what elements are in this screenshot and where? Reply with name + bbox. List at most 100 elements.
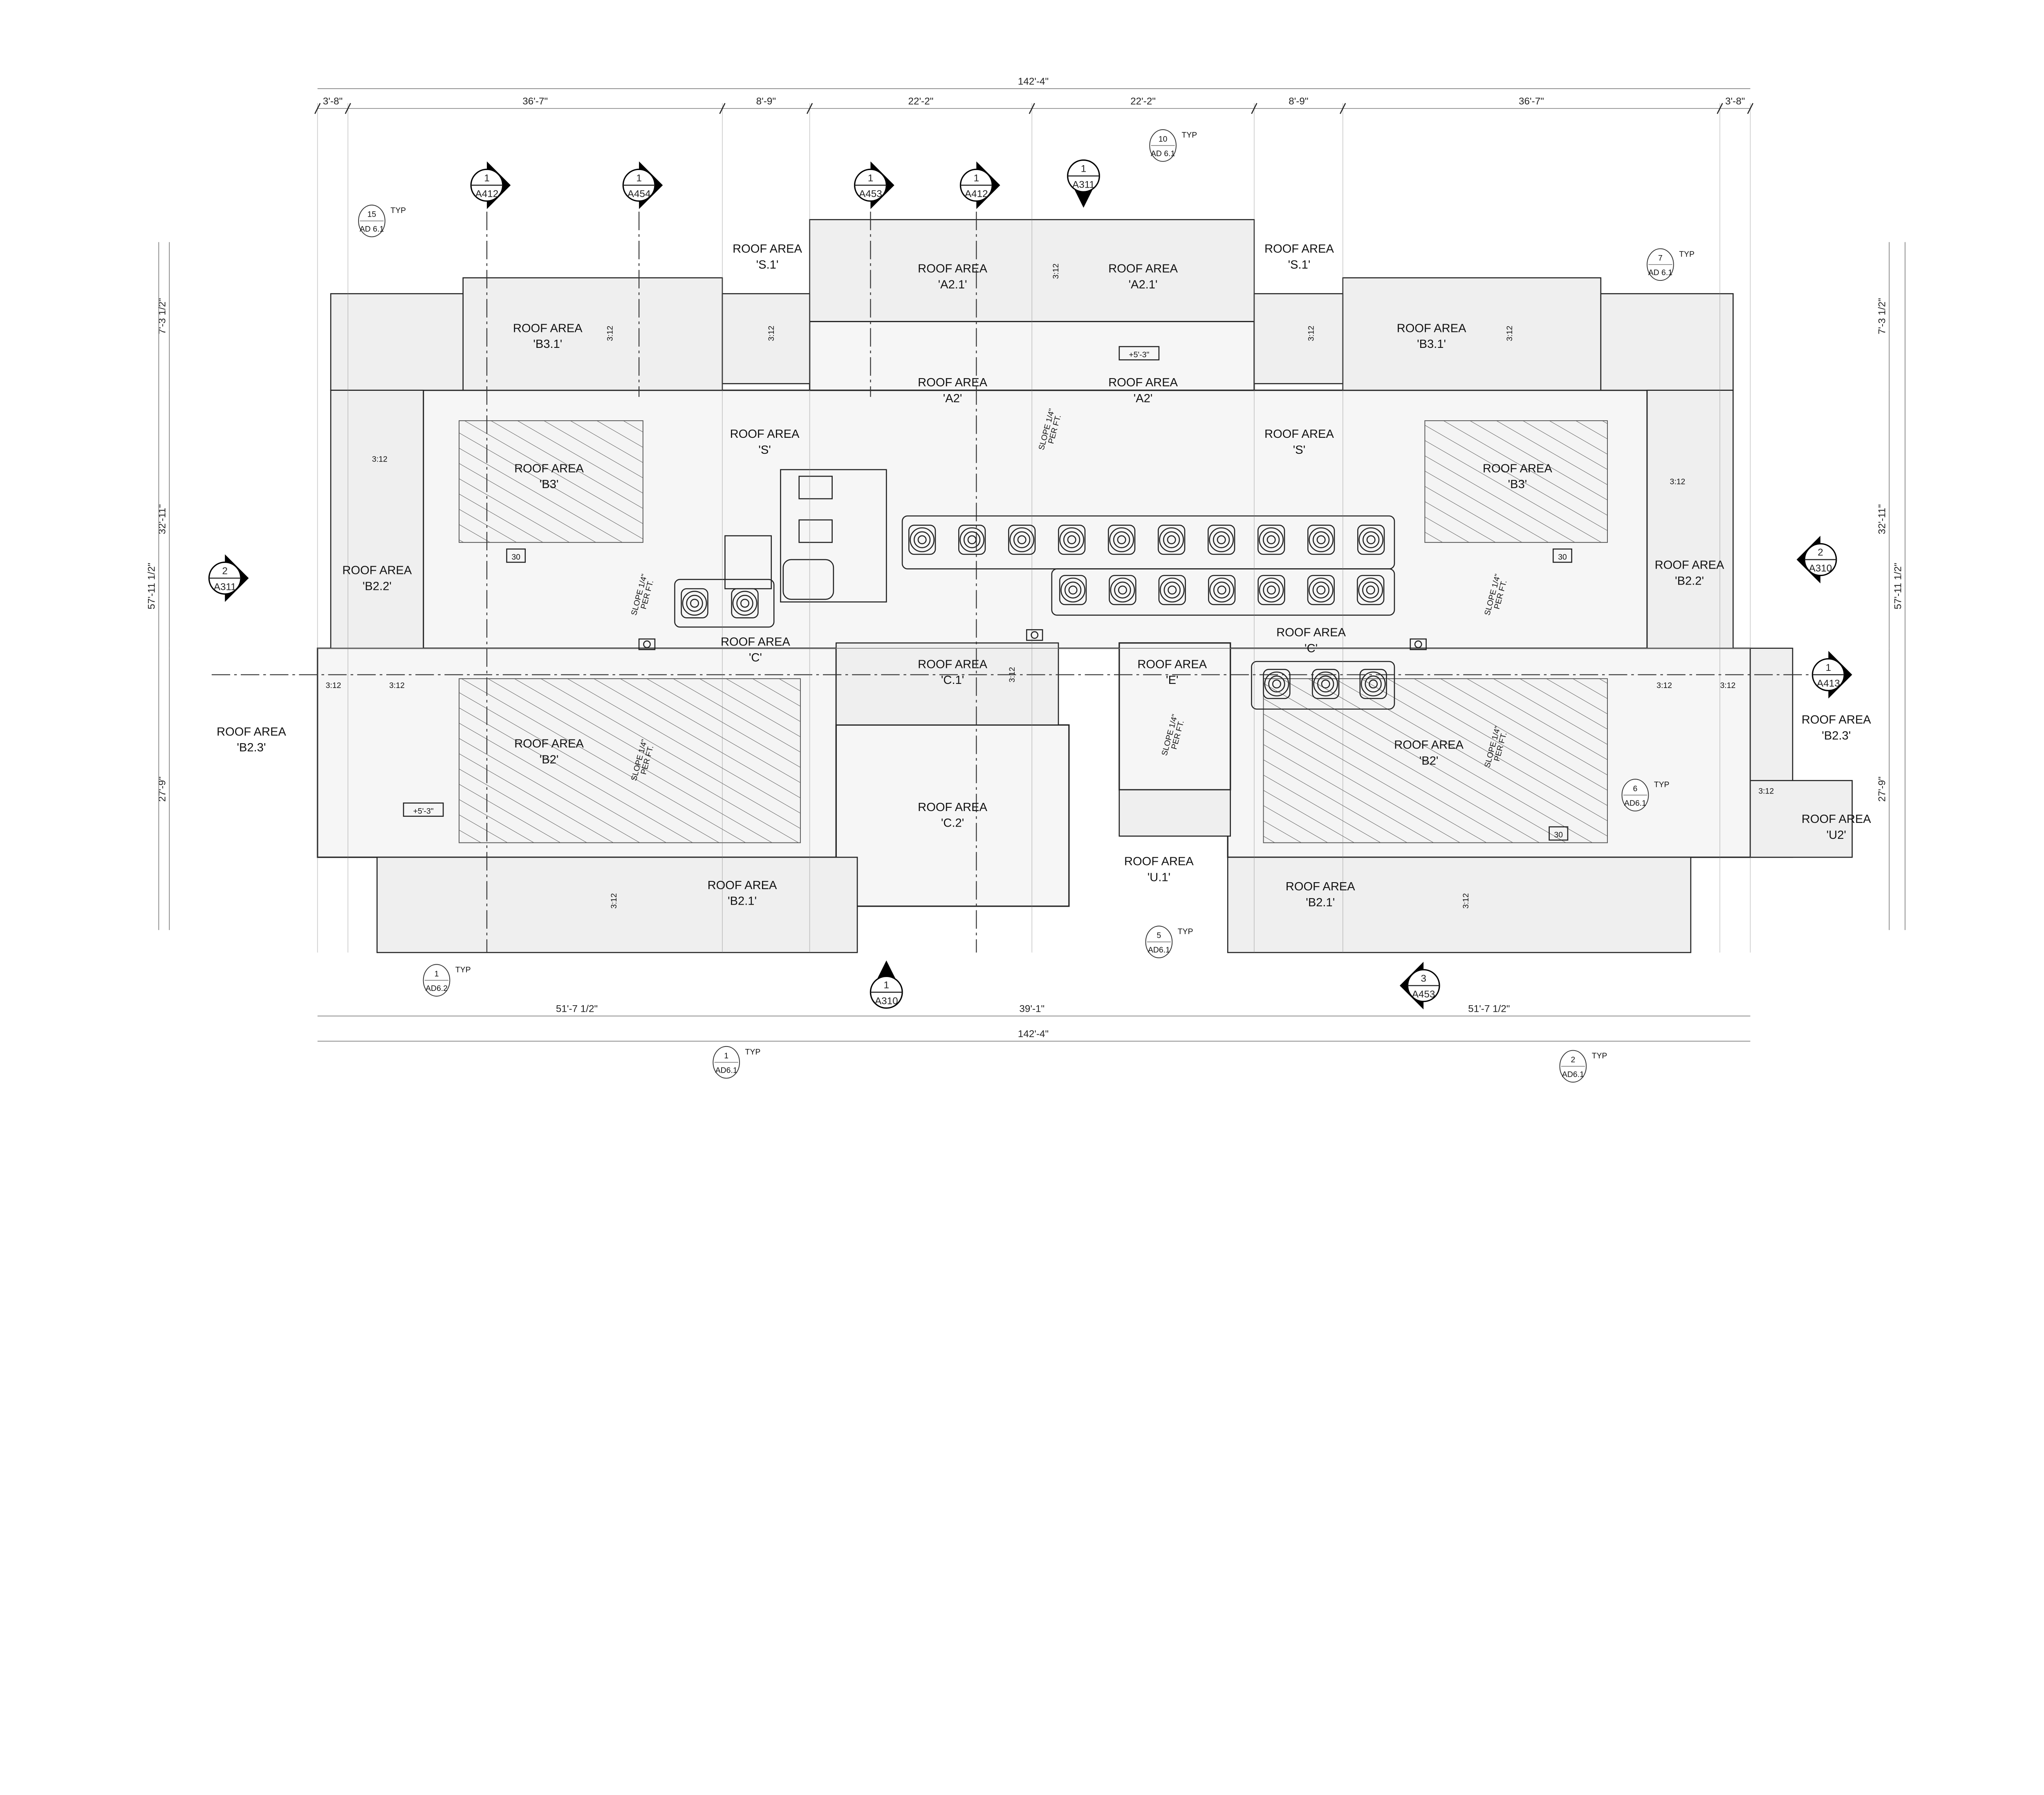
roof-area-label: ROOF AREA <box>1394 739 1464 752</box>
roof-area-name: 'E' <box>1166 674 1179 687</box>
roof-area-label: ROOF AREA <box>217 725 286 738</box>
fan-housing <box>1108 524 1136 555</box>
callout-note: TYP <box>745 1047 761 1056</box>
fan-housing <box>1208 524 1235 555</box>
fan-housing <box>1109 575 1136 605</box>
roof-area-name: 'B2.3' <box>237 741 266 754</box>
section-number: 1 <box>1081 164 1087 175</box>
dimension-text: 3'-8" <box>323 96 343 107</box>
fan-ring <box>1114 581 1131 599</box>
fan-ring <box>1017 535 1026 545</box>
dimension-tick <box>1029 103 1035 114</box>
section-number: 1 <box>636 173 642 184</box>
fan-ring <box>682 591 707 616</box>
drain-box <box>1410 638 1427 650</box>
fan-ring <box>1064 581 1082 599</box>
roof-area-label: ROOF AREA <box>918 262 987 276</box>
fan-housing <box>1059 575 1087 605</box>
section-sheet: A311 <box>214 581 236 592</box>
fan-ring <box>1068 585 1078 595</box>
roof-area-label: ROOF AREA <box>1108 376 1178 389</box>
fan-ring <box>1317 675 1334 692</box>
section-number: 1 <box>884 979 890 990</box>
roof-area-name: 'B3' <box>1508 478 1527 491</box>
section-sheet: A412 <box>475 188 499 199</box>
condenser-fan-icon <box>1263 669 1291 699</box>
section-sheet: A311 <box>1072 179 1095 190</box>
fan-ring <box>1363 531 1380 549</box>
roof-area-label: ROOF AREA <box>733 242 802 255</box>
roof-area-label: ROOF AREA <box>1802 813 1871 826</box>
fan-housing <box>1257 524 1285 555</box>
condenser-fan-icon <box>958 524 986 555</box>
fan-ring <box>686 595 703 612</box>
callout-number: 5 <box>1157 931 1161 940</box>
dimension-tick <box>1747 103 1754 114</box>
condenser-fan-icon <box>1008 524 1036 555</box>
roof-area-name: 'C.1' <box>941 674 964 687</box>
section-number: 2 <box>1818 547 1823 558</box>
dimension-text: 36'-7" <box>1519 96 1544 107</box>
fan-ring <box>1316 535 1326 545</box>
roof-area-label: ROOF AREA <box>342 564 412 577</box>
dimension-text: 32'-11" <box>1877 504 1888 534</box>
dimension-lines: 142'-4"3'-8"36'-7"8'-9"22'-2"22'-2"8'-9"… <box>146 76 1906 1042</box>
fan-housing <box>731 588 759 619</box>
drain-tag-box <box>1549 826 1569 841</box>
dimension-text: 57'-11 1/2" <box>146 563 157 610</box>
dimension-text: 8'-9" <box>1289 96 1308 107</box>
callout-number: 10 <box>1159 134 1168 143</box>
fan-ring <box>910 527 935 552</box>
condenser-fan-icon <box>1109 575 1136 605</box>
fan-ring <box>1159 527 1184 552</box>
fan-ring <box>1267 585 1276 595</box>
roof-area-name: 'B2.2' <box>363 580 392 593</box>
roof-area-label: ROOF AREA <box>918 376 987 389</box>
slope-pitch-label: 3:12 <box>1461 893 1470 909</box>
dimension-tick <box>1340 103 1346 114</box>
roof-area-label: ROOF AREA <box>1264 242 1334 255</box>
fan-ring <box>1217 535 1226 545</box>
callout-sheet: AD6.1 <box>1148 946 1170 955</box>
callout-sheet: AD6.2 <box>426 984 448 993</box>
roof-area-name: 'A2' <box>943 392 962 405</box>
fan-ring <box>1059 527 1085 552</box>
roof-area-name: 'B3.1' <box>533 338 562 351</box>
roof-area-name: 'A2.1' <box>938 278 967 291</box>
dimension-text: 39'-1" <box>1019 1004 1044 1015</box>
roof-plan: 142'-4"3'-8"36'-7"8'-9"22'-2"22'-2"8'-9"… <box>146 76 1906 1083</box>
slope-pitch-label: 3:12 <box>1307 326 1316 341</box>
dimension-tick <box>1717 103 1723 114</box>
fan-housing <box>1257 575 1285 605</box>
fan-ring <box>1268 675 1285 692</box>
callout-sheet: AD6.1 <box>715 1066 737 1075</box>
drain-tag: 30 <box>1558 553 1567 562</box>
condenser-fan-icon <box>1307 575 1335 605</box>
fan-housing <box>958 524 986 555</box>
fan-ring <box>1009 527 1035 552</box>
dimension-text: 22'-2" <box>908 96 934 107</box>
section-number: 3 <box>1421 973 1426 984</box>
fan-housing <box>1263 669 1291 699</box>
section-sheet: A454 <box>628 188 651 199</box>
fan-ring <box>1213 531 1230 549</box>
fan-ring <box>917 535 927 545</box>
fan-ring <box>1309 527 1334 552</box>
fan-ring <box>1360 671 1386 697</box>
fan-ring <box>1118 585 1127 595</box>
callout-sheet: AD6.1 <box>1624 799 1646 808</box>
fan-ring <box>1262 531 1280 549</box>
section-number: 1 <box>868 173 874 184</box>
fan-housing <box>1359 669 1387 699</box>
roof-area-name: 'C' <box>749 651 762 664</box>
fan-ring <box>1313 531 1330 549</box>
condenser-fan-icon <box>1108 524 1136 555</box>
section-sheet: A310 <box>1809 563 1832 574</box>
